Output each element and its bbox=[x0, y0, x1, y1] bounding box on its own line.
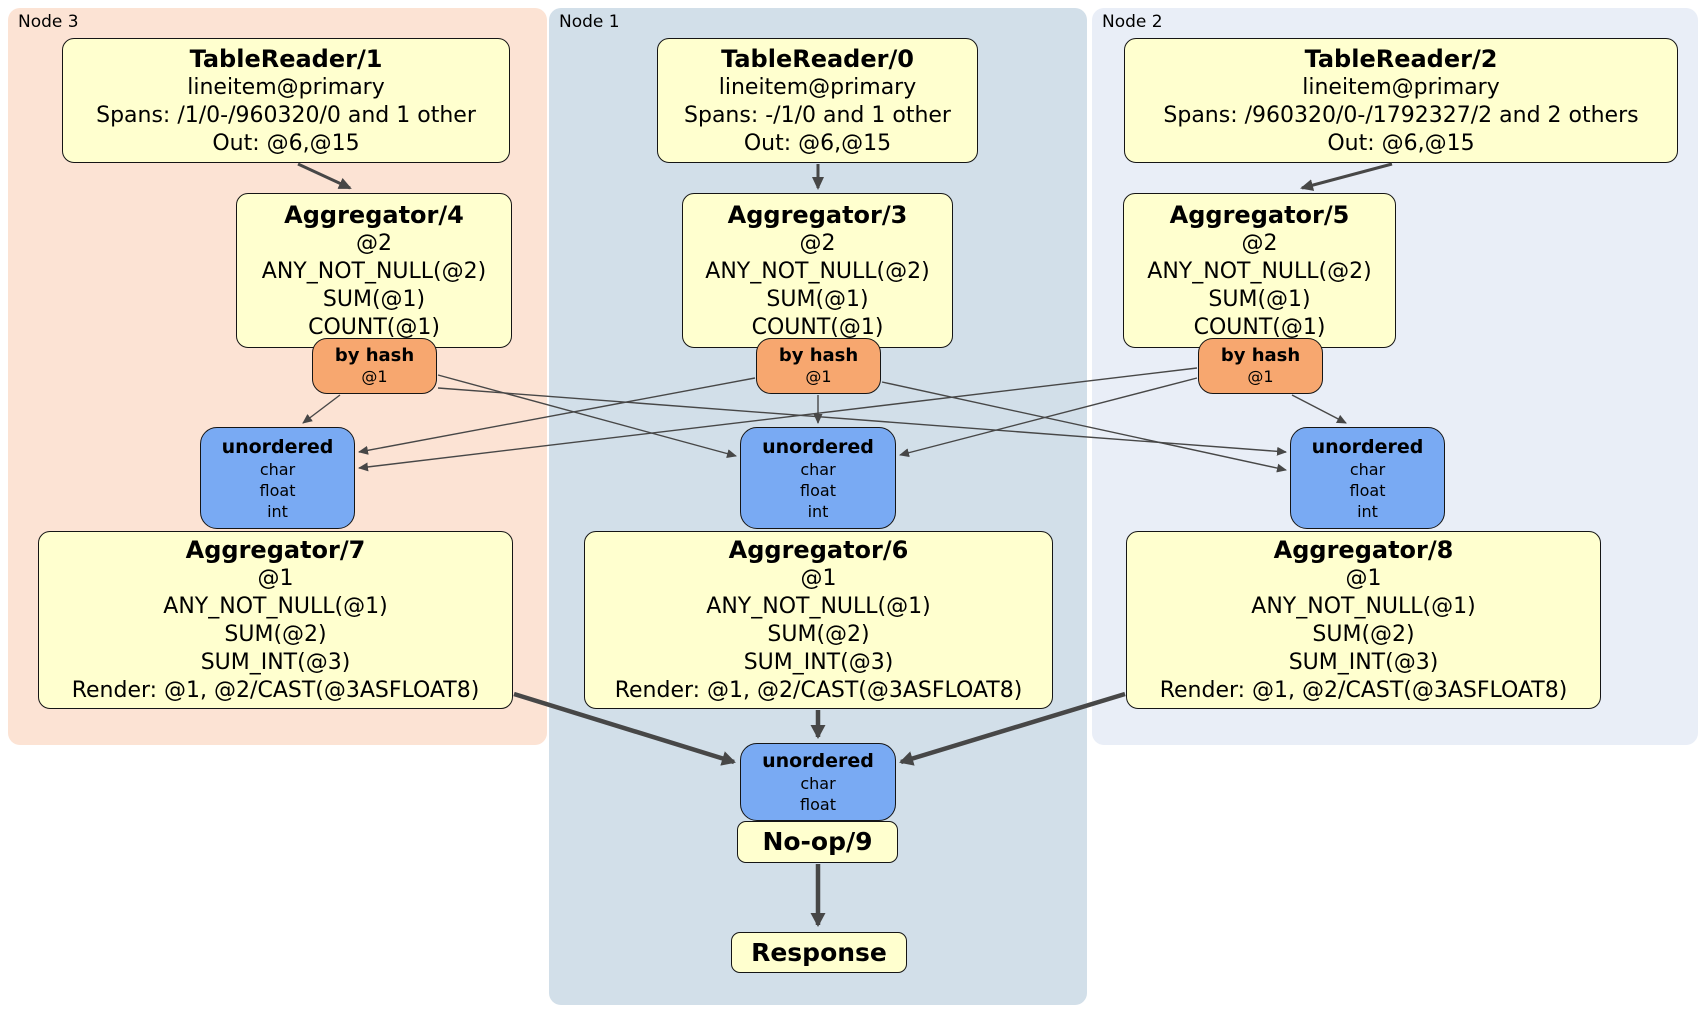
aggregator-7-fn1: ANY_NOT_NULL(@1) bbox=[163, 594, 388, 619]
aggregator-6-fn1: ANY_NOT_NULL(@1) bbox=[706, 594, 931, 619]
aggregator-3-box: Aggregator/3 @2 ANY_NOT_NULL(@2) SUM(@1)… bbox=[682, 193, 953, 348]
tablereader-1-box: TableReader/1 lineitem@primary Spans: /1… bbox=[62, 38, 510, 163]
tablereader-2-box: TableReader/2 lineitem@primary Spans: /9… bbox=[1124, 38, 1678, 163]
unordered-sync-node2-title: unordered bbox=[1311, 435, 1424, 458]
aggregator-8-fn1: ANY_NOT_NULL(@1) bbox=[1251, 594, 1476, 619]
hash-router-node2: by hash @1 bbox=[1198, 338, 1323, 394]
aggregator-7-fn2: SUM(@2) bbox=[224, 622, 327, 647]
tablereader-2-out: Out: @6,@15 bbox=[1327, 130, 1475, 156]
unordered-sync-node3-col3: int bbox=[267, 501, 288, 521]
unordered-sync-node1: unordered char float int bbox=[740, 427, 896, 529]
aggregator-5-groupcols: @2 bbox=[1241, 230, 1278, 256]
aggregator-3-title: Aggregator/3 bbox=[727, 200, 908, 229]
hash-router-node3: by hash @1 bbox=[312, 338, 437, 394]
aggregator-3-fn3: COUNT(@1) bbox=[751, 314, 884, 340]
hash-router-node1-title: by hash bbox=[778, 345, 859, 366]
tablereader-2-title: TableReader/2 bbox=[1304, 44, 1498, 73]
aggregator-6-fn2: SUM(@2) bbox=[767, 622, 870, 647]
aggregator-5-fn2: SUM(@1) bbox=[1208, 286, 1311, 312]
unordered-sync-node2-col2: float bbox=[1349, 480, 1386, 500]
unordered-sync-node3-col1: char bbox=[259, 459, 296, 479]
aggregator-6-fn3: SUM_INT(@3) bbox=[743, 650, 894, 675]
aggregator-8-render: Render: @1, @2/CAST(@3ASFLOAT8) bbox=[1159, 678, 1568, 703]
unordered-sync-node1-title: unordered bbox=[762, 435, 874, 458]
hash-router-node1-cols: @1 bbox=[805, 367, 832, 386]
noop-title: No-op/9 bbox=[762, 827, 873, 856]
unordered-sync-node1-col2: float bbox=[800, 480, 836, 500]
aggregator-5-fn1: ANY_NOT_NULL(@2) bbox=[1147, 258, 1372, 284]
tablereader-0-out: Out: @6,@15 bbox=[743, 130, 892, 156]
unordered-sync-node3-col2: float bbox=[259, 480, 296, 500]
tablereader-0-index: lineitem@primary bbox=[718, 74, 917, 100]
aggregator-6-title: Aggregator/6 bbox=[728, 536, 909, 564]
aggregator-6-render: Render: @1, @2/CAST(@3ASFLOAT8) bbox=[614, 678, 1023, 703]
aggregator-3-fn2: SUM(@1) bbox=[766, 286, 869, 312]
noop-box: No-op/9 bbox=[737, 821, 898, 863]
tablereader-0-title: TableReader/0 bbox=[721, 44, 914, 73]
aggregator-4-fn3: COUNT(@1) bbox=[308, 314, 440, 340]
aggregator-7-fn3: SUM_INT(@3) bbox=[200, 650, 351, 675]
aggregator-8-groupcols: @1 bbox=[1345, 566, 1382, 591]
tablereader-0-spans: Spans: -/1/0 and 1 other bbox=[684, 102, 951, 128]
unordered-sync-node2: unordered char float int bbox=[1290, 427, 1445, 529]
tablereader-1-index: lineitem@primary bbox=[187, 74, 385, 100]
unordered-sync-final-title: unordered bbox=[762, 750, 874, 772]
hash-router-node3-title: by hash bbox=[334, 345, 415, 366]
aggregator-8-title: Aggregator/8 bbox=[1273, 536, 1454, 564]
tablereader-1-out: Out: @6,@15 bbox=[212, 130, 360, 156]
unordered-sync-final: unordered char float bbox=[740, 743, 896, 821]
aggregator-6-groupcols: @1 bbox=[800, 566, 837, 591]
aggregator-7-box: Aggregator/7 @1 ANY_NOT_NULL(@1) SUM(@2)… bbox=[38, 531, 513, 709]
aggregator-8-fn2: SUM(@2) bbox=[1312, 622, 1415, 647]
unordered-sync-node2-col3: int bbox=[1357, 501, 1378, 521]
aggregator-3-fn1: ANY_NOT_NULL(@2) bbox=[705, 258, 930, 284]
hash-router-node1: by hash @1 bbox=[756, 338, 881, 394]
hash-router-node2-title: by hash bbox=[1220, 345, 1301, 366]
aggregator-5-title: Aggregator/5 bbox=[1169, 200, 1350, 229]
hash-router-node2-cols: @1 bbox=[1247, 367, 1274, 386]
tablereader-2-spans: Spans: /960320/0-/1792327/2 and 2 others bbox=[1163, 102, 1639, 128]
aggregator-7-groupcols: @1 bbox=[257, 566, 294, 591]
node1-label: Node 1 bbox=[559, 12, 620, 32]
tablereader-1-spans: Spans: /1/0-/960320/0 and 1 other bbox=[96, 102, 476, 128]
unordered-sync-node3: unordered char float int bbox=[200, 427, 355, 529]
aggregator-5-box: Aggregator/5 @2 ANY_NOT_NULL(@2) SUM(@1)… bbox=[1123, 193, 1396, 348]
aggregator-8-box: Aggregator/8 @1 ANY_NOT_NULL(@1) SUM(@2)… bbox=[1126, 531, 1601, 709]
unordered-sync-node2-col1: char bbox=[1349, 459, 1386, 479]
node2-label: Node 2 bbox=[1102, 12, 1163, 32]
aggregator-8-fn3: SUM_INT(@3) bbox=[1288, 650, 1439, 675]
aggregator-7-title: Aggregator/7 bbox=[185, 536, 366, 564]
aggregator-4-box: Aggregator/4 @2 ANY_NOT_NULL(@2) SUM(@1)… bbox=[236, 193, 512, 348]
unordered-sync-node1-col1: char bbox=[800, 459, 836, 479]
hash-router-node3-cols: @1 bbox=[361, 367, 388, 386]
response-title: Response bbox=[751, 937, 887, 967]
tablereader-1-title: TableReader/1 bbox=[189, 44, 383, 73]
aggregator-4-title: Aggregator/4 bbox=[284, 200, 464, 229]
tablereader-0-box: TableReader/0 lineitem@primary Spans: -/… bbox=[657, 38, 978, 163]
aggregator-7-render: Render: @1, @2/CAST(@3ASFLOAT8) bbox=[71, 678, 480, 703]
aggregator-4-fn1: ANY_NOT_NULL(@2) bbox=[261, 258, 487, 284]
unordered-sync-node1-col3: int bbox=[807, 501, 829, 521]
node3-label: Node 3 bbox=[18, 12, 79, 32]
unordered-sync-final-col1: char bbox=[800, 774, 836, 793]
aggregator-5-fn3: COUNT(@1) bbox=[1193, 314, 1326, 340]
aggregator-4-fn2: SUM(@1) bbox=[322, 286, 426, 312]
response-box: Response bbox=[731, 932, 907, 973]
unordered-sync-final-col2: float bbox=[800, 795, 836, 814]
aggregator-4-groupcols: @2 bbox=[356, 230, 392, 256]
aggregator-3-groupcols: @2 bbox=[799, 230, 836, 256]
unordered-sync-node3-title: unordered bbox=[221, 435, 334, 458]
aggregator-6-box: Aggregator/6 @1 ANY_NOT_NULL(@1) SUM(@2)… bbox=[584, 531, 1053, 709]
tablereader-2-index: lineitem@primary bbox=[1302, 74, 1500, 100]
